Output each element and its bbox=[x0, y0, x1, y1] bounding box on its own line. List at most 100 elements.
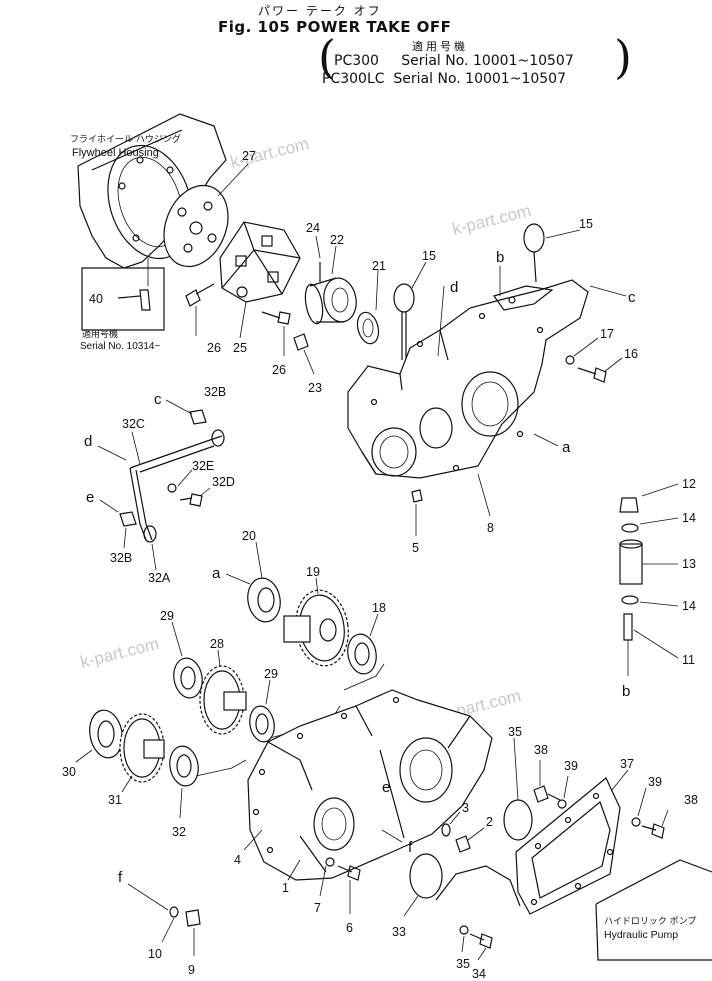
callout-11: 11 bbox=[682, 653, 695, 667]
watermark: k-part.com bbox=[78, 634, 161, 672]
ref-c-pipe: c bbox=[154, 391, 162, 408]
ref-b-upper: b bbox=[496, 249, 504, 266]
callout-2: 2 bbox=[486, 815, 493, 829]
bearing-sleeve-22 bbox=[304, 277, 357, 325]
oring-35-upper bbox=[503, 799, 533, 841]
case-top-flange bbox=[493, 285, 554, 311]
hydraulic-pump-jp-label: ハイドロリック ポンプ bbox=[604, 916, 696, 927]
bolt-38-right bbox=[631, 817, 665, 839]
callout-9: 9 bbox=[188, 963, 195, 977]
gear-case-lower bbox=[247, 689, 493, 881]
serial-applicable-jp: 適用号機 bbox=[412, 40, 468, 53]
callout-26-right: 26 bbox=[272, 363, 286, 377]
serial-inset-jp: 適用号機 bbox=[82, 328, 118, 340]
gear-31 bbox=[119, 713, 165, 783]
callout-30: 30 bbox=[62, 765, 76, 779]
bearing-29-right bbox=[249, 705, 275, 743]
callout-32d: 32D bbox=[212, 475, 235, 489]
callout-24: 24 bbox=[306, 221, 320, 235]
bearing-20 bbox=[247, 577, 281, 623]
bearing-18 bbox=[347, 633, 377, 675]
ref-e-case: e bbox=[382, 779, 390, 796]
callout-14-bottom: 14 bbox=[682, 599, 696, 613]
callout-19: 19 bbox=[306, 565, 320, 579]
callout-15-right: 15 bbox=[579, 217, 593, 231]
callout-10: 10 bbox=[148, 947, 162, 961]
callout-23: 23 bbox=[308, 381, 322, 395]
callout-18: 18 bbox=[372, 601, 386, 615]
cover-plate-37 bbox=[515, 777, 621, 915]
callout-4: 4 bbox=[234, 853, 241, 867]
serial-bracket-left: ( bbox=[318, 30, 336, 84]
callout-32b-bottom: 32B bbox=[110, 551, 132, 565]
japanese-title: パワー テーク オフ bbox=[258, 4, 382, 18]
callout-7: 7 bbox=[314, 901, 321, 915]
ref-e-pipe: e bbox=[86, 489, 94, 506]
callout-16: 16 bbox=[624, 347, 638, 361]
ref-d-upper: d bbox=[450, 279, 458, 296]
serial-line-pc300lc: PC300LC Serial No. 10001~10507 bbox=[322, 71, 566, 87]
seal-21 bbox=[356, 311, 380, 345]
lube-pipe-32c bbox=[129, 429, 225, 543]
callout-3: 3 bbox=[462, 801, 469, 815]
bolt-26-left bbox=[185, 283, 215, 307]
nut-23 bbox=[293, 333, 309, 351]
bolt-26-right bbox=[261, 311, 291, 325]
bolt-6 bbox=[325, 857, 361, 881]
callout-38-right: 38 bbox=[684, 793, 698, 807]
callout-31: 31 bbox=[108, 793, 122, 807]
ref-f-left: f bbox=[118, 869, 123, 886]
hydraulic-pump-label: Hydraulic Pump bbox=[604, 929, 678, 941]
callout-22: 22 bbox=[330, 233, 344, 247]
callout-35-lower: 35 bbox=[456, 957, 470, 971]
ref-d-pipe: d bbox=[84, 433, 92, 450]
ref-b-lower: b bbox=[622, 683, 630, 700]
callout-27: 27 bbox=[242, 149, 256, 163]
fitting-32b-bottom bbox=[119, 511, 137, 527]
oring-33 bbox=[409, 853, 443, 899]
bolt-16 bbox=[577, 367, 607, 383]
callout-26-left: 26 bbox=[207, 341, 221, 355]
dipstick-15-left bbox=[393, 283, 415, 360]
bearing-29-left bbox=[173, 657, 203, 699]
callout-29-left: 29 bbox=[160, 609, 174, 623]
gear-19 bbox=[283, 589, 349, 667]
callout-13: 13 bbox=[682, 557, 696, 571]
serial-inset-ref: Serial No. 10314~ bbox=[80, 341, 160, 352]
callout-6: 6 bbox=[346, 921, 353, 935]
flywheel-housing-label: Flywheel Housing bbox=[72, 147, 159, 159]
callout-20: 20 bbox=[242, 529, 256, 543]
bolt-32d bbox=[179, 493, 203, 507]
callout-32: 32 bbox=[172, 825, 186, 839]
dipstick-15-right bbox=[523, 223, 545, 283]
callout-15-left: 15 bbox=[422, 249, 436, 263]
coupling-disc bbox=[163, 184, 229, 268]
callout-37: 37 bbox=[620, 757, 634, 771]
callout-38-left: 38 bbox=[534, 743, 548, 757]
ref-c-upper: c bbox=[628, 289, 636, 306]
serial-line-pc300: PC300 Serial No. 10001~10507 bbox=[334, 53, 574, 69]
bolt-38-left bbox=[533, 785, 567, 809]
callout-39-left: 39 bbox=[564, 759, 578, 773]
watermark: k-part.com bbox=[450, 201, 533, 239]
gear-28 bbox=[199, 665, 247, 735]
washer-17 bbox=[565, 355, 575, 365]
callout-32a: 32A bbox=[148, 571, 171, 585]
hydraulic-pump bbox=[435, 859, 712, 961]
dowel-5 bbox=[411, 489, 423, 503]
coupling-hub bbox=[219, 221, 301, 303]
callout-1: 1 bbox=[282, 881, 289, 895]
breather-stack bbox=[619, 497, 643, 676]
oring-10 bbox=[169, 906, 179, 918]
oring-3 bbox=[441, 823, 451, 837]
callout-17: 17 bbox=[600, 327, 614, 341]
callout-40: 40 bbox=[89, 292, 103, 306]
serial-bracket-right: ) bbox=[614, 30, 632, 84]
bolt-34 bbox=[459, 925, 493, 949]
figure-title: Fig. 105 POWER TAKE OFF bbox=[218, 18, 452, 36]
callout-29-right: 29 bbox=[264, 667, 278, 681]
bearing-30 bbox=[89, 709, 123, 759]
ref-f-case: f bbox=[408, 839, 413, 856]
callout-34: 34 bbox=[472, 967, 486, 981]
gear-case-8 bbox=[347, 279, 589, 479]
